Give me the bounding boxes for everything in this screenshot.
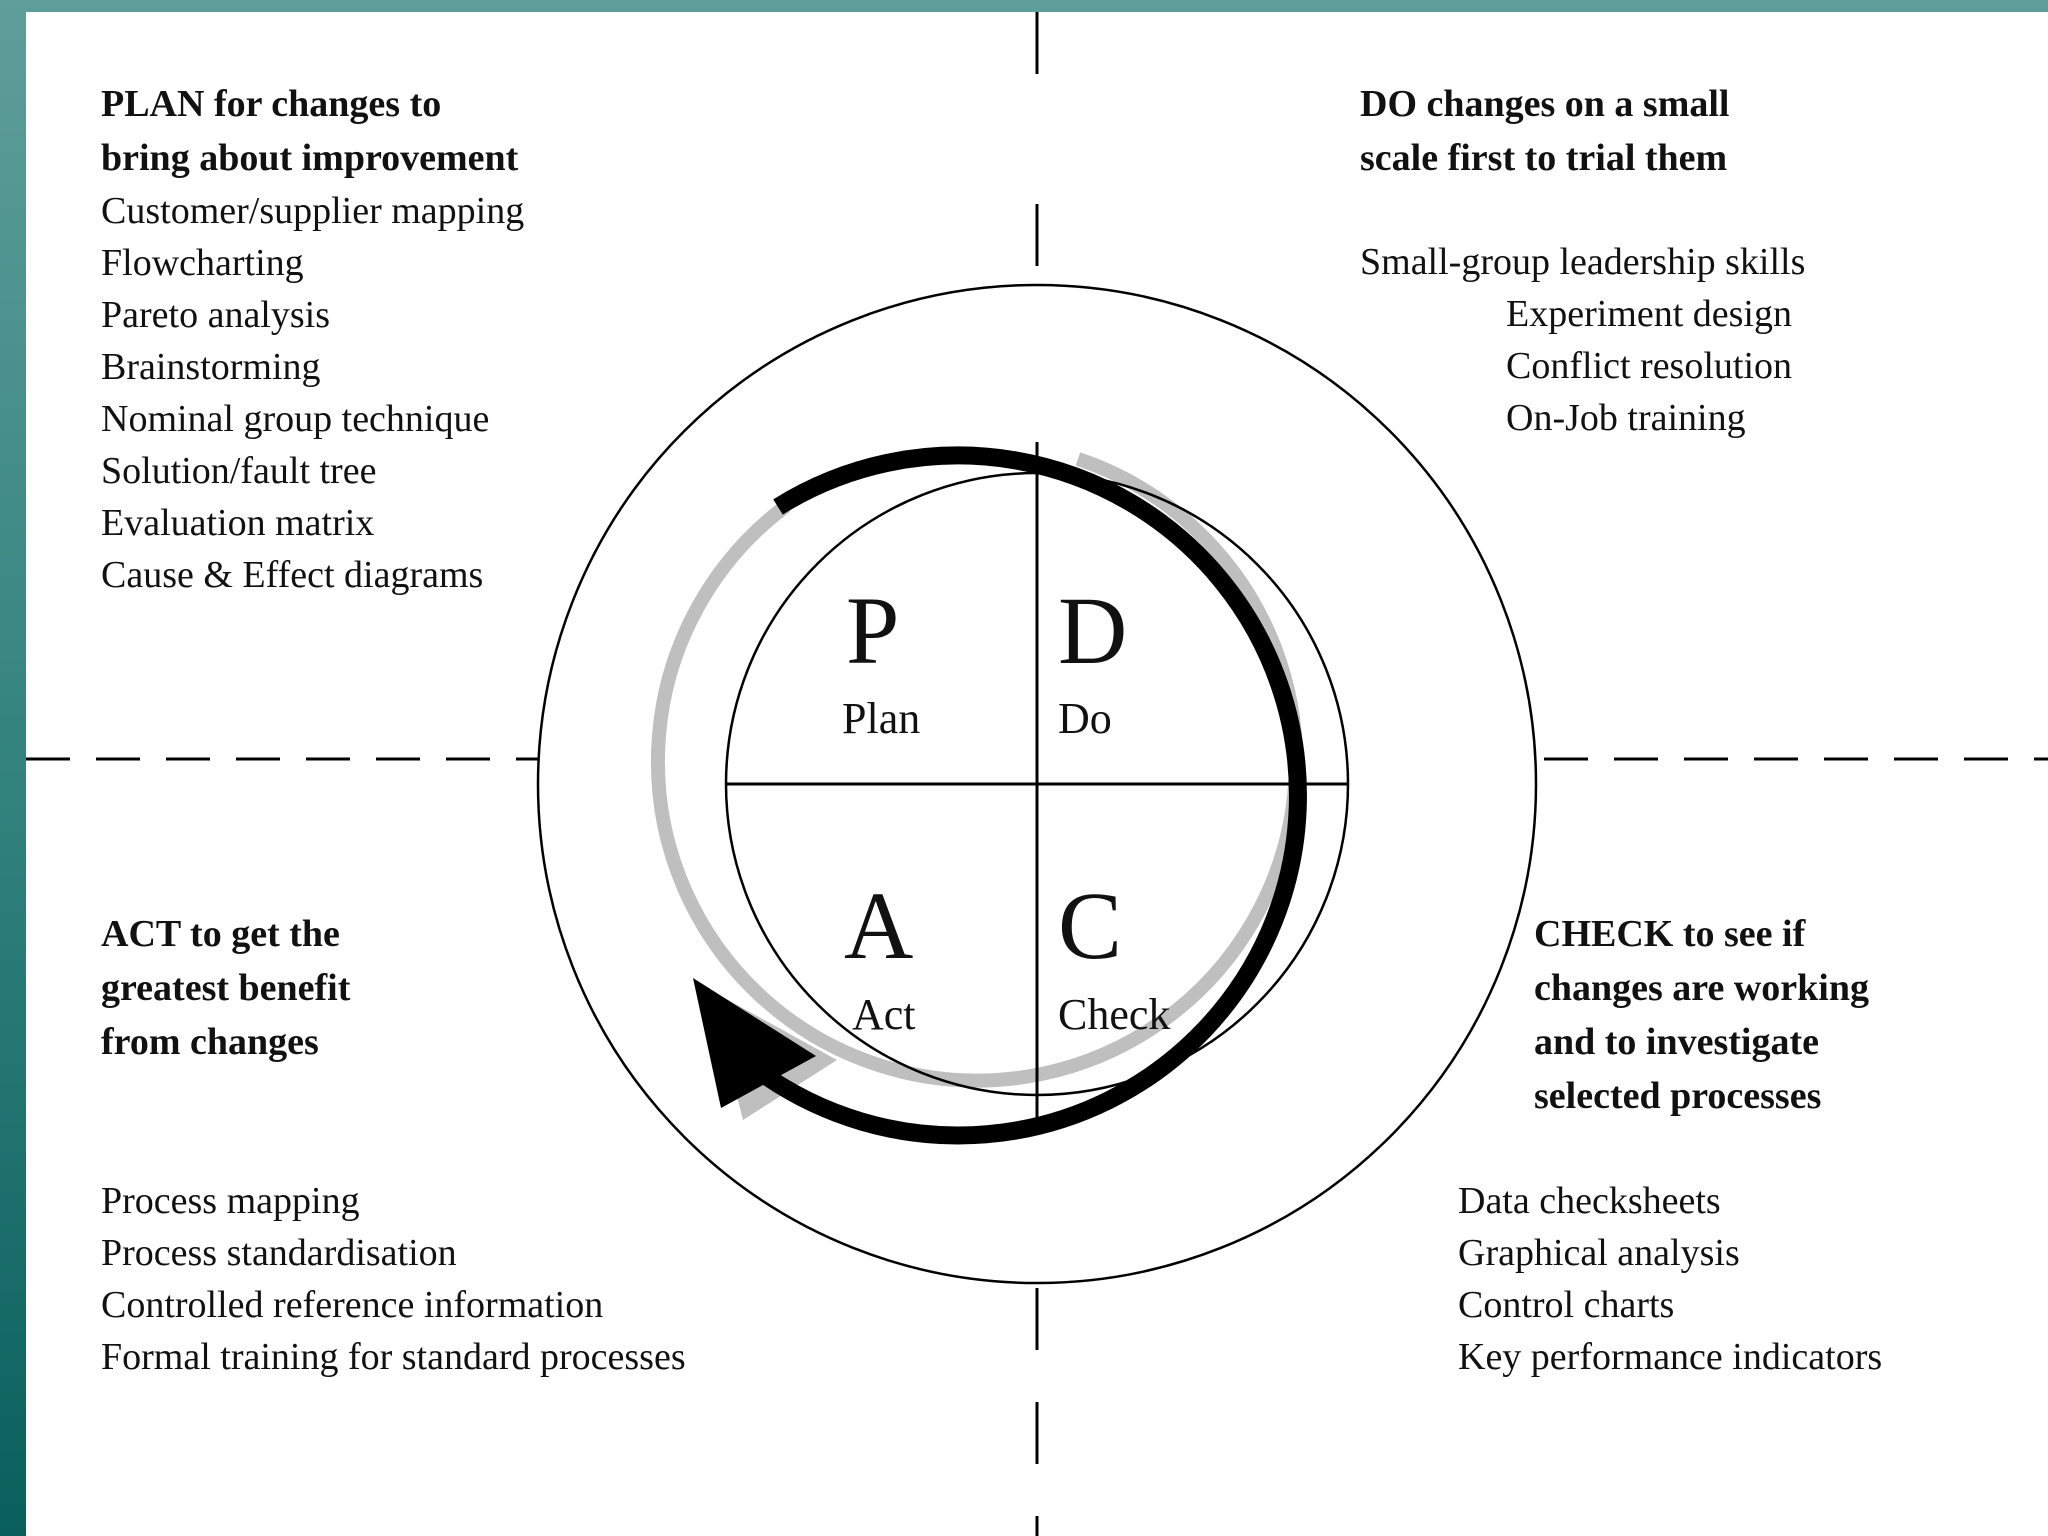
do-heading: DO changes on a small scale first to tri…	[1360, 77, 1729, 185]
act-letter: A	[844, 872, 914, 979]
pdca-diagram	[26, 12, 2048, 1536]
plan-tool-item: Pareto analysis	[101, 294, 331, 336]
plan-tool-item: Brainstorming	[101, 346, 321, 388]
plan-heading-line: bring about improvement	[101, 137, 519, 179]
check-letter: C	[1058, 872, 1123, 979]
check-tool-item: Key performance indicators	[1458, 1336, 1883, 1378]
cycle-shadow-arc	[650, 452, 1303, 1088]
plan-tool-item: Solution/fault tree	[101, 450, 377, 492]
act-word: Act	[852, 990, 916, 1039]
check-heading-line: selected processes	[1534, 1075, 1822, 1117]
check-heading-line: changes are working	[1534, 967, 1869, 1009]
act-tool-item: Controlled reference information	[101, 1284, 604, 1326]
act-heading-line: from changes	[101, 1021, 319, 1063]
do-section: DO changes on a small scale first to tri…	[1360, 77, 1729, 185]
check-heading-line: CHECK to see if	[1534, 913, 1806, 955]
check-heading-line: and to investigate	[1534, 1021, 1819, 1063]
plan-heading: PLAN for changes to bring about improvem…	[101, 77, 524, 185]
plan-tool-item: Nominal group technique	[101, 398, 490, 440]
plan-tool-item: Evaluation matrix	[101, 502, 375, 544]
act-tool-item: Process mapping	[101, 1180, 360, 1222]
do-tool-item: On-Job training	[1506, 397, 1746, 439]
do-letter: D	[1058, 577, 1128, 684]
check-heading: CHECK to see if changes are working and …	[1534, 907, 1869, 1123]
check-word: Check	[1058, 990, 1171, 1039]
do-heading-line: scale first to trial them	[1360, 137, 1728, 179]
act-heading-line: ACT to get the	[101, 913, 340, 955]
slide-canvas: P Plan D Do A Act C Check PLAN for chang…	[26, 12, 2048, 1536]
act-tool-item: Process standardisation	[101, 1232, 457, 1274]
do-heading-line: DO changes on a small	[1360, 83, 1730, 125]
act-heading-line: greatest benefit	[101, 967, 351, 1009]
plan-tool-item: Cause & Effect diagrams	[101, 554, 484, 596]
act-tools-list: Process mapping Process standardisation …	[101, 1175, 686, 1383]
plan-heading-line: PLAN for changes to	[101, 83, 442, 125]
check-tools-list: Data checksheets Graphical analysis Cont…	[1458, 1175, 1882, 1383]
check-tool-item: Data checksheets	[1458, 1180, 1721, 1222]
do-tool-item: Experiment design	[1506, 293, 1792, 335]
check-tool-item: Graphical analysis	[1458, 1232, 1740, 1274]
plan-section: PLAN for changes to bring about improvem…	[101, 77, 524, 601]
cycle-arrowhead	[693, 978, 816, 1108]
act-heading: ACT to get the greatest benefit from cha…	[101, 907, 350, 1069]
plan-tools-list: Customer/supplier mapping Flowcharting P…	[101, 185, 524, 601]
check-tool-item: Control charts	[1458, 1284, 1675, 1326]
do-tool-item: Small-group leadership skills	[1360, 241, 1806, 283]
act-tool-item: Formal training for standard processes	[101, 1336, 686, 1378]
do-tool-item: Conflict resolution	[1506, 345, 1793, 387]
plan-tool-item: Customer/supplier mapping	[101, 190, 525, 232]
do-word: Do	[1058, 694, 1112, 743]
do-tools-list: Small-group leadership skills Experiment…	[1360, 236, 1805, 444]
plan-tool-item: Flowcharting	[101, 242, 304, 284]
cycle-arrow-arc	[750, 446, 1307, 1145]
plan-letter: P	[846, 577, 900, 684]
outer-circle	[536, 283, 1538, 1285]
plan-word: Plan	[842, 694, 921, 743]
